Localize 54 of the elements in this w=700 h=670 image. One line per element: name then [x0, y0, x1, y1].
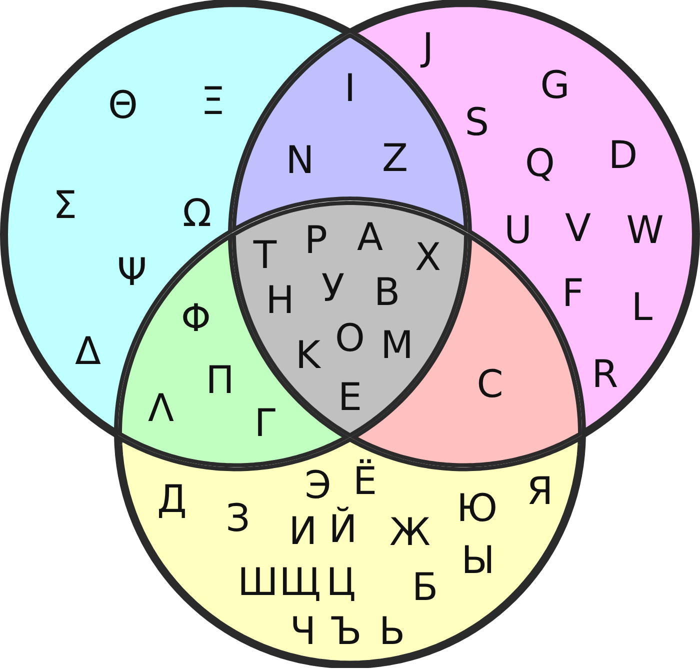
letter: O — [335, 319, 365, 357]
letter: З — [226, 498, 250, 537]
letter: I — [344, 68, 356, 107]
letter: Δ — [74, 332, 101, 370]
letter: И — [288, 512, 318, 550]
letter: Щ — [279, 562, 321, 601]
letter: Z — [382, 138, 408, 177]
letter: N — [286, 140, 314, 179]
letter: Σ — [52, 186, 77, 224]
letter: Ω — [182, 194, 212, 232]
letter: U — [504, 211, 532, 249]
letter: Γ — [254, 404, 276, 442]
letter: F — [562, 274, 584, 312]
letter: Q — [525, 144, 555, 182]
letter: Ч — [290, 612, 316, 650]
letter: D — [608, 136, 638, 174]
letter: M — [380, 326, 414, 364]
letter: C — [476, 364, 504, 403]
center-overlap-region — [232, 200, 468, 438]
letter: Ь — [378, 612, 406, 650]
letter: Б — [412, 568, 438, 606]
letter: V — [564, 209, 591, 247]
letter: E — [338, 378, 362, 416]
letter: Ё — [352, 462, 377, 500]
letter: G — [540, 66, 570, 104]
venn-region — [114, 434, 586, 668]
letter: A — [356, 218, 383, 256]
letter: S — [464, 103, 490, 141]
letter: J — [422, 28, 434, 66]
letter: Ц — [326, 562, 356, 601]
letter: Ψ — [117, 253, 147, 291]
letter: Ж — [390, 512, 430, 551]
letter: Φ — [181, 298, 211, 337]
letter: Θ — [108, 86, 138, 124]
letter: Λ — [148, 388, 174, 427]
letter: L — [631, 288, 653, 326]
letter: Ξ — [200, 82, 225, 120]
letter: K — [296, 336, 320, 374]
letter: Ъ — [330, 612, 362, 650]
letter: W — [626, 211, 664, 249]
letter: Ы — [461, 540, 495, 579]
letter: H — [266, 281, 294, 319]
letter: T — [253, 236, 277, 274]
letter: Д — [157, 480, 187, 518]
letter: Ш — [238, 562, 278, 601]
letter: У — [321, 269, 345, 307]
letter: Я — [526, 472, 554, 510]
letter: Π — [206, 360, 234, 399]
letter: R — [592, 355, 618, 393]
letter: Ю — [456, 488, 498, 527]
letter: Э — [304, 466, 332, 504]
letter: B — [374, 273, 400, 311]
letter: X — [414, 238, 441, 276]
letter: P — [304, 221, 328, 259]
